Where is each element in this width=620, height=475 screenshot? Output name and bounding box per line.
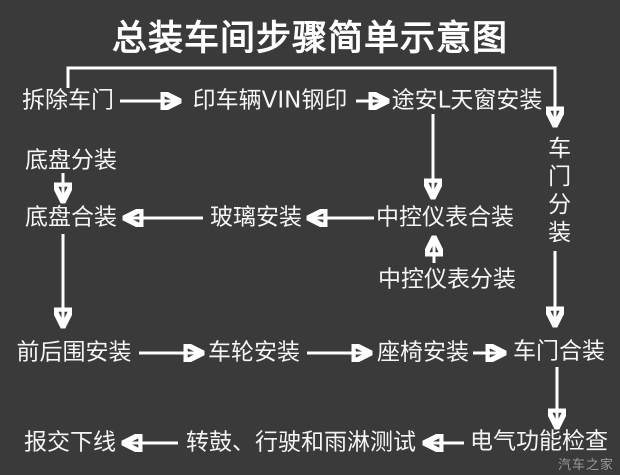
node-chassis-sub-assembly: 底盘分装 — [25, 147, 117, 174]
node-electrical-function-check: 电气功能检查 — [470, 428, 608, 455]
node-door-sub-assembly: 车门分装 — [543, 136, 570, 248]
arrow-remove-doors-to-door-sub-assembly — [66, 66, 555, 126]
node-front-rear-end-install: 前后围安装 — [16, 339, 132, 366]
node-submit-offline: 报交下线 — [24, 429, 116, 456]
watermark-autohome: 汽车之家 — [557, 458, 614, 473]
node-glass-install: 玻璃安装 — [210, 204, 302, 231]
node-touran-sunroof: 途安L天窗安装 — [391, 87, 543, 114]
node-dashboard-marriage: 中控仪表合装 — [376, 204, 514, 231]
node-dashboard-sub-assembly: 中控仪表分装 — [378, 266, 516, 293]
diagram-title: 总装车间步骤简单示意图 — [111, 19, 508, 59]
node-door-marriage: 车门合装 — [513, 338, 605, 365]
node-wheel-install: 车轮安装 — [208, 339, 300, 366]
node-chassis-marriage: 底盘合装 — [25, 204, 117, 231]
node-remove-doors: 拆除车门 — [22, 87, 114, 114]
node-vin-stamp: 印车辆VIN钢印 — [192, 87, 348, 114]
node-seat-install: 座椅安装 — [377, 339, 469, 366]
node-drum-drive-rain-test: 转鼓、行驶和雨淋测试 — [186, 429, 416, 456]
